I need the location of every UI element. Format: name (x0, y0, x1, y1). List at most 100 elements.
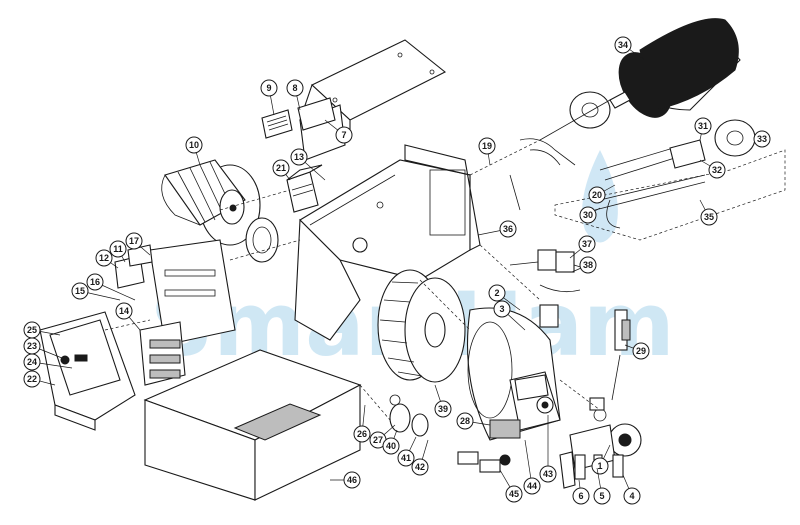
part-number-label: 21 (276, 163, 286, 173)
burner-housing (294, 144, 481, 341)
part-number-badge: 32 (699, 159, 726, 179)
ignition-electrode (589, 309, 631, 411)
badge-circle (572, 487, 590, 505)
part-number-badge: 28 (456, 412, 491, 430)
badge-circle (23, 353, 41, 371)
part-number-badge: 17 (125, 232, 151, 256)
solenoid-valves (509, 249, 591, 328)
badge-circle (632, 342, 650, 360)
part-number-label: 3 (499, 304, 504, 314)
part-number-badge: 37 (569, 235, 596, 259)
part-number-label: 16 (90, 277, 100, 287)
part-number-label: 25 (27, 325, 37, 335)
alignment-lines (104, 139, 601, 421)
base-cover (143, 349, 362, 501)
part-number-label: 9 (266, 83, 271, 93)
badge-circle (272, 159, 290, 177)
badge-circle (353, 425, 371, 443)
flame-disc-front (714, 119, 756, 157)
badge-circle (523, 477, 541, 495)
part-number-label: 30 (583, 210, 593, 220)
part-number-badge: 5 (593, 467, 611, 505)
part-number-label: 34 (618, 40, 628, 50)
part-number-badge: 15 (71, 282, 121, 301)
badge-circle (579, 256, 597, 274)
part-number-label: 17 (129, 236, 139, 246)
part-number-badge: 25 (23, 321, 61, 339)
part-number-label: 24 (27, 357, 37, 367)
assembly-boundary (554, 149, 786, 241)
badge-circle (185, 136, 203, 154)
control-panel (114, 239, 236, 386)
part-number-badge: 46 (330, 471, 361, 489)
part-number-label: 27 (373, 435, 383, 445)
badge-circle (343, 471, 361, 489)
part-number-label: 31 (698, 121, 708, 131)
badge-circle (71, 282, 89, 300)
part-number-badge: 29 (624, 342, 650, 360)
part-number-label: 35 (704, 212, 714, 222)
electric-motor (161, 159, 279, 263)
part-number-label: 29 (636, 346, 646, 356)
part-number-badge: 43 (539, 415, 557, 483)
badge-circle (579, 206, 597, 224)
electrode-assembly (509, 138, 706, 229)
part-number-label: 11 (113, 244, 123, 254)
part-number-badge: 41 (397, 436, 417, 467)
part-number-label: 7 (341, 130, 346, 140)
part-number-label: 6 (578, 491, 583, 501)
badge-circle (591, 457, 609, 475)
badge-circle (700, 208, 718, 226)
part-number-label: 20 (592, 190, 602, 200)
part-number-badge: 22 (23, 370, 56, 388)
part-number-label: 39 (438, 404, 448, 414)
part-number-badge: 19 (478, 137, 496, 166)
badge-circle (260, 79, 278, 97)
part-number-badge: 40 (382, 429, 400, 455)
part-number-badge: 38 (571, 256, 597, 274)
capacitor (286, 164, 323, 213)
part-number-badge: 12 (95, 249, 119, 269)
part-number-label: 38 (583, 260, 593, 270)
badge-circle (434, 400, 452, 418)
part-number-label: 46 (347, 475, 357, 485)
fan-wheel (377, 269, 466, 383)
badge-circle (694, 117, 712, 135)
badge-circle (23, 321, 41, 339)
part-number-badge: 39 (434, 384, 452, 418)
badge-circle (753, 130, 771, 148)
badge-circle (125, 232, 143, 250)
label-plate (261, 97, 336, 139)
badge-circle (708, 161, 726, 179)
part-number-label: 37 (582, 239, 592, 249)
part-number-badge: 44 (523, 439, 541, 495)
part-number-label: 32 (712, 165, 722, 175)
air-damper-parts (389, 374, 554, 473)
part-number-label: 1 (597, 461, 602, 471)
part-number-badge: 4 (622, 474, 641, 505)
blast-tube (618, 18, 741, 118)
part-number-label: 45 (509, 489, 519, 499)
part-number-badge: 9 (260, 79, 278, 116)
part-number-badge: 31 (694, 117, 712, 141)
badge-circle (593, 487, 611, 505)
part-number-badge: 27 (369, 424, 396, 449)
part-number-badge: 35 (699, 199, 718, 226)
part-number-badge: 7 (324, 119, 353, 144)
badge-circle (411, 458, 429, 476)
part-number-badge: 10 (185, 136, 203, 166)
part-number-badge: 6 (572, 479, 590, 505)
part-number-badge: 34 (614, 36, 646, 61)
part-number-badge: 36 (477, 220, 517, 238)
part-number-label: 4 (629, 491, 634, 501)
part-number-label: 43 (543, 469, 553, 479)
badge-circle (397, 449, 415, 467)
part-number-label: 12 (99, 253, 109, 263)
part-number-label: 36 (503, 224, 513, 234)
badge-circle (478, 137, 496, 155)
badge-circle (95, 249, 113, 267)
part-number-label: 5 (599, 491, 604, 501)
part-number-label: 42 (415, 462, 425, 472)
part-number-badge: 45 (499, 469, 523, 503)
